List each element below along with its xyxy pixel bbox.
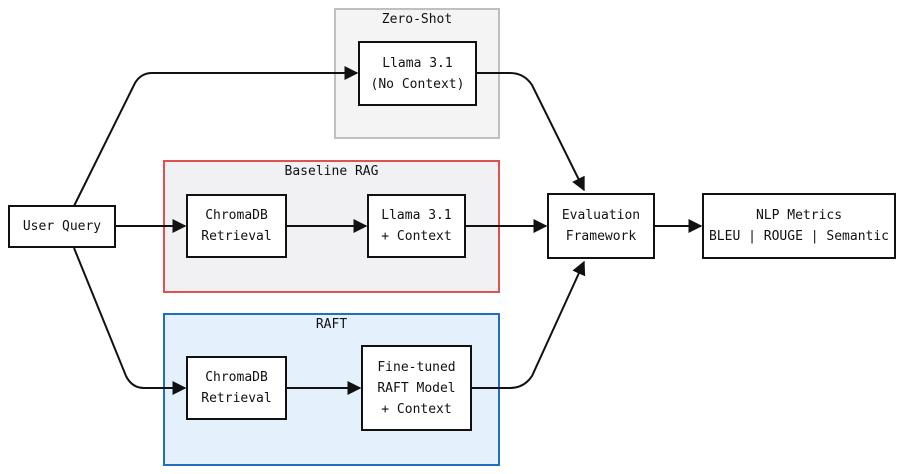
raft-chromadb-line-1: ChromaDB	[205, 370, 268, 385]
user-query-node: User Query	[8, 205, 116, 248]
group-title-zero-shot: Zero-Shot	[381, 12, 453, 27]
zero-shot-llama-line-2: (No Context)	[370, 76, 465, 92]
evaluation-line-2: Framework	[565, 229, 637, 244]
zero-shot-llama-node: Llama 3.1 (No Context)	[358, 41, 477, 106]
rag-llama-line-1: Llama 3.1	[381, 208, 452, 223]
raft-model-line-3: + Context	[381, 401, 452, 417]
evaluation-line-1: Evaluation	[561, 208, 641, 223]
raft-chromadb-line-2: Retrieval	[201, 391, 272, 406]
edge-zero-shot-to-eval	[477, 72, 585, 192]
rag-chromadb-line-1: ChromaDB	[205, 208, 268, 223]
edge-user-to-raft-chroma	[73, 247, 187, 395]
nlp-metrics-line-1: NLP Metrics	[755, 208, 843, 223]
rag-llama-node: Llama 3.1 + Context	[367, 194, 466, 258]
edge-user-to-zero-shot	[73, 66, 359, 207]
nlp-metrics-node: NLP Metrics BLEU | ROUGE | Semantic	[702, 193, 896, 259]
evaluation-framework-node: Evaluation Framework	[547, 193, 655, 259]
group-title-baseline-rag: Baseline RAG	[284, 164, 379, 179]
raft-model-line-2: RAFT Model	[377, 380, 456, 396]
edge-raft-model-to-eval	[472, 260, 586, 389]
nlp-metrics-line-2: BLEU | ROUGE | Semantic	[708, 229, 889, 244]
group-title-raft: RAFT	[315, 317, 348, 332]
user-query-line-1: User Query	[22, 219, 102, 234]
raft-chromadb-node: ChromaDB Retrieval	[186, 356, 287, 420]
rag-chromadb-line-2: Retrieval	[201, 229, 272, 244]
raft-model-node: Fine-tuned RAFT Model + Context	[361, 345, 472, 431]
rag-chromadb-node: ChromaDB Retrieval	[186, 194, 287, 258]
zero-shot-llama-line-1: Llama 3.1	[382, 55, 453, 71]
raft-model-line-1: Fine-tuned	[377, 359, 456, 375]
rag-llama-line-2: + Context	[381, 229, 452, 244]
